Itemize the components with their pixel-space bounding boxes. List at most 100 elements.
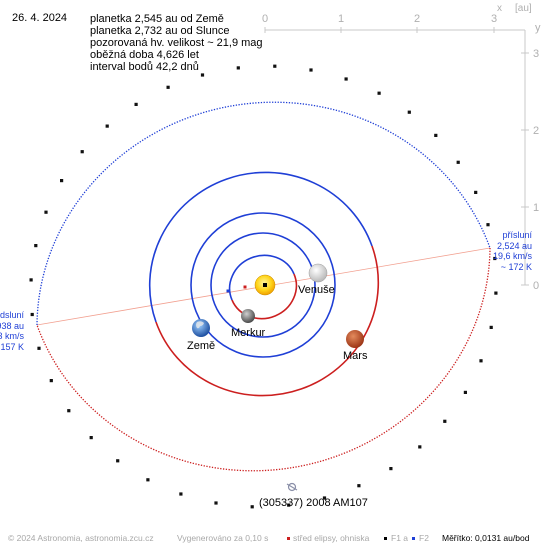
- info-line: planetka 2,545 au od Země: [90, 13, 224, 25]
- earth-label: Země: [187, 340, 216, 352]
- orbit-point: [44, 210, 48, 214]
- orbit-point: [322, 496, 327, 500]
- legend-f1: F1 a: [391, 533, 409, 543]
- orbit-point: [67, 409, 71, 413]
- orbit-point: [105, 124, 109, 128]
- mars-label: Mars: [343, 350, 368, 362]
- aphelion-temp: ~ 157 K: [0, 341, 24, 352]
- focus-f2-marker: [226, 289, 230, 293]
- scale-label: Měřítko: 0,0131 au/bod: [442, 533, 530, 543]
- orbit-point: [287, 503, 291, 507]
- unit-label: [au]: [515, 3, 532, 14]
- x-tick-label-2: 2: [414, 13, 421, 25]
- orbit-point: [456, 160, 460, 164]
- orbit-point: [134, 102, 138, 106]
- orbit-point: [214, 501, 218, 505]
- orbit-point: [309, 68, 313, 72]
- mercury: [241, 309, 255, 323]
- orbit-point: [49, 379, 53, 383]
- orbit-point: [37, 346, 41, 350]
- x-axis-label: x: [497, 3, 502, 14]
- orbit-point: [443, 419, 447, 423]
- x-tick-label-0: 0: [262, 13, 269, 25]
- asteroid-orbit: [36, 101, 491, 472]
- orbit-point: [357, 484, 361, 488]
- orbit-point: [389, 467, 393, 471]
- mercury-label: Merkur: [231, 327, 266, 339]
- orbit-point: [486, 223, 490, 227]
- orbit-point: [60, 179, 64, 183]
- orbit-point: [146, 478, 150, 482]
- info-line: interval bodů 42,2 dnů: [90, 61, 199, 73]
- asteroid-name: (305337) 2008 AM107: [259, 497, 368, 509]
- orbit-point: [116, 459, 120, 463]
- venus: [308, 263, 328, 283]
- earth-orbit: [190, 212, 336, 358]
- sun-focus-marker: [263, 283, 267, 287]
- earth-continent: [196, 321, 204, 329]
- asteroid-orbit-far-half: [36, 101, 491, 326]
- mars-orbit-near: [155, 245, 380, 397]
- x-tick-label-3: 3: [491, 13, 498, 25]
- legend-f1-swatch: [384, 537, 387, 540]
- y-tick-label-3: 3: [533, 48, 540, 60]
- orbit-point: [377, 91, 381, 95]
- perihelion-speed: 19,6 km/s: [492, 251, 532, 261]
- venus-label: Venuše: [298, 284, 335, 296]
- x-tick-label-1: 1: [338, 13, 345, 25]
- aphelion-speed: 18,3 km/s: [0, 331, 24, 341]
- aphelion-clip: odsluní 2,938 au 18,3 km/s ~ 157 K: [0, 310, 28, 356]
- legend-f2-swatch: [412, 537, 415, 540]
- asteroid-marker: [286, 482, 298, 492]
- aphelion-distance: 2,938 au: [0, 320, 24, 331]
- ellipse-center-marker: [243, 285, 247, 289]
- y-axis-label: y: [535, 22, 541, 34]
- orbit-point: [30, 312, 34, 317]
- info-line: planetka 2,732 au od Slunce: [90, 25, 230, 37]
- orbit-point: [474, 190, 478, 194]
- legend-f2: F2: [419, 533, 429, 543]
- info-line: oběžná doba 4,626 let: [90, 49, 199, 61]
- orbit-point: [179, 492, 183, 496]
- orbit-point: [236, 66, 240, 70]
- orbit-points: [29, 64, 498, 509]
- perihelion-temp: ~ 172 K: [500, 261, 532, 272]
- legend-center-swatch: [287, 537, 290, 540]
- orbit-point: [344, 77, 348, 81]
- orbit-point: [463, 390, 467, 394]
- aphelion-label: odsluní 2,938 au 18,3 km/s ~ 157 K: [0, 310, 24, 352]
- mercury-orbit-far: [228, 254, 295, 301]
- copyright: © 2024 Astronomia, astronomia.zcu.cz: [8, 533, 154, 543]
- info-block: planetka 2,545 au od Země planetka 2,732…: [90, 13, 263, 73]
- mercury-orbit-near: [231, 273, 298, 320]
- orbit-point: [89, 436, 93, 440]
- orbit-point: [493, 256, 497, 261]
- legend-center: střed elipsy, ohniska: [293, 533, 370, 543]
- orbit-point: [200, 73, 205, 77]
- orbit-point: [166, 85, 170, 89]
- y-tick-label-2: 2: [533, 125, 540, 137]
- orbit-point: [29, 278, 33, 282]
- info-line: pozorovaná hv. velikost ~ 21,9 mag: [90, 37, 263, 49]
- orbit-point: [273, 64, 277, 68]
- orbit-point: [407, 110, 411, 114]
- mars-orbit-far: [148, 171, 373, 323]
- perihelion-distance: 2,524 au: [496, 240, 532, 251]
- orbit-point: [418, 445, 422, 449]
- mars: [346, 330, 364, 348]
- date-label: 26. 4. 2024: [12, 12, 68, 24]
- aphelion-title: odsluní: [0, 310, 24, 320]
- asteroid-orbit-near-half: [36, 247, 491, 472]
- y-tick-label-0: 0: [533, 280, 540, 292]
- orbit-point: [250, 505, 254, 509]
- orbit-point: [489, 325, 493, 329]
- axes: [264, 27, 529, 286]
- generated-time: Vygenerováno za 0,10 s: [177, 533, 269, 543]
- perihelion-label: přísluní 2,524 au 19,6 km/s ~ 172 K: [493, 230, 532, 272]
- y-tick-label-1: 1: [533, 202, 540, 214]
- orbit-point: [494, 291, 498, 295]
- perihelion-title: přísluní: [502, 230, 532, 240]
- orbit-point: [434, 133, 438, 137]
- orbit-point: [80, 150, 84, 154]
